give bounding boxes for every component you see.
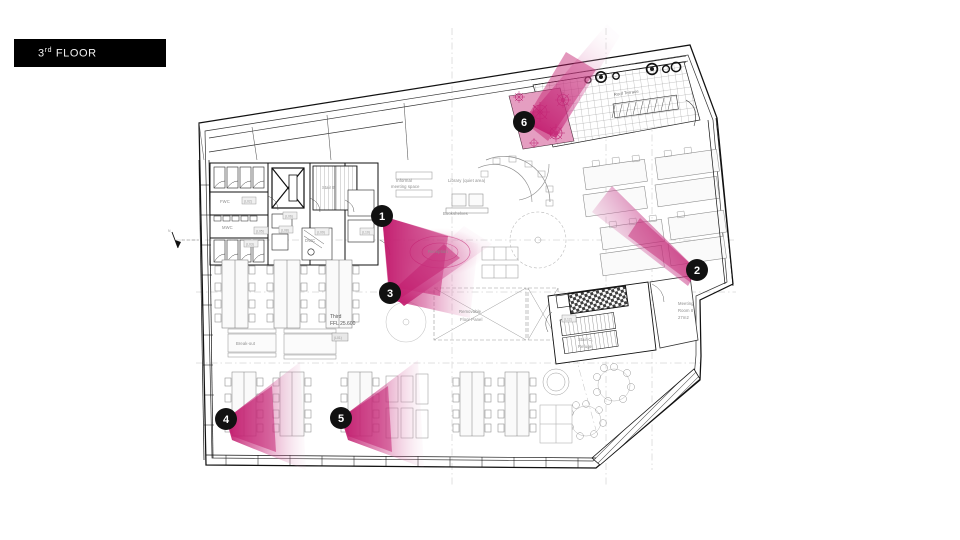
- meeting-room-8: [649, 275, 699, 349]
- label-mwc: MWC: [222, 225, 233, 230]
- view-marker-1-number: 1: [379, 211, 385, 223]
- core-services-block: [209, 162, 391, 266]
- tag-lobby-text: (L06): [285, 215, 293, 219]
- roof-setback-lines: [198, 102, 409, 161]
- view-cone-2: [592, 186, 697, 286]
- label-fwc: FWC: [220, 199, 230, 204]
- tag-lobby-box: (L06): [282, 211, 298, 220]
- tag-core-a-box: (L05): [253, 226, 269, 235]
- view-marker-3[interactable]: 3: [379, 282, 401, 304]
- label-roof-terrace-text: Roof Terrace: [613, 88, 639, 97]
- tag-store-text: (L10): [362, 231, 370, 235]
- view-cone-4: [226, 362, 306, 470]
- tag-mwc-box: (L03): [243, 239, 259, 248]
- view-marker-4-number: 4: [223, 414, 230, 426]
- tag-stair-c-text: (L12): [564, 318, 572, 322]
- floor-title-banner: 3rd FLOOR: [14, 39, 166, 67]
- tag-level-box: (L01): [331, 332, 349, 342]
- label-removable-l1: Removable: [459, 309, 482, 314]
- tag-store-box: (L10): [359, 227, 375, 236]
- tag-dwc-text: (L09): [317, 231, 325, 235]
- north-arrow-label: N: [168, 229, 171, 233]
- stair-c-service-block: [545, 281, 657, 365]
- label-informal-meeting-l1: Informal: [396, 178, 412, 183]
- tag-mwc-text: (L03): [246, 243, 254, 247]
- view-marker-3-number: 3: [387, 288, 393, 300]
- label-removable-l2: Floor Panel: [460, 317, 483, 322]
- label-dwc: DWC: [305, 238, 315, 243]
- label-library: Library (quiet area): [448, 178, 486, 183]
- floor-ordinal: rd: [44, 46, 53, 54]
- view-cone-5: [341, 360, 424, 468]
- label-reception: Reception: [428, 249, 448, 254]
- plan-text-labels: Informal meeting space Library (quiet ar…: [220, 88, 694, 349]
- desk-cluster-left-upper: [214, 259, 360, 329]
- view-marker-6-number: 6: [521, 117, 527, 129]
- floor-title-text: 3rd FLOOR: [14, 47, 97, 60]
- tag-core-a-text: (L05): [256, 230, 264, 234]
- view-marker-5[interactable]: 5: [330, 407, 352, 429]
- label-stair-c-l1: Stair C,: [578, 337, 593, 342]
- view-cone-3: [390, 226, 492, 306]
- tag-stair-c-box: (L12): [561, 314, 577, 323]
- tag-core-b-text: (L08): [281, 229, 289, 233]
- tag-fwc-box: (L02): [241, 196, 257, 205]
- view-marker-6[interactable]: 6: [513, 111, 535, 133]
- floor-number: 3: [38, 47, 45, 60]
- label-informal-meeting-l2: meeting space: [391, 184, 420, 189]
- tag-dwc-box: (L09): [314, 227, 330, 236]
- view-marker-1[interactable]: 1: [371, 205, 393, 227]
- label-break-out: Break-out: [236, 341, 256, 346]
- tag-fwc-text: (L02): [244, 200, 252, 204]
- tag-core-b-box: (L08): [278, 225, 294, 234]
- curtain-wall-facade: [591, 368, 701, 466]
- label-meeting-room-8-l1: Meeting: [678, 301, 694, 306]
- view-cone-6: [524, 24, 620, 141]
- label-stair-b: Stair B: [322, 185, 335, 190]
- label-bookshelves: Bookshelves: [443, 211, 468, 216]
- break-out-furniture: [227, 328, 337, 360]
- view-marker-5-number: 5: [338, 413, 344, 425]
- label-meeting-room-8-l2: Room 8: [678, 308, 694, 313]
- view-marker-2-number: 2: [694, 265, 700, 277]
- round-meeting-tables: [539, 363, 635, 444]
- view-marker-2[interactable]: 2: [686, 259, 708, 281]
- north-arrow: N: [168, 229, 199, 249]
- label-stair-c-l2: Refuge: [578, 344, 593, 349]
- floor-word: FLOOR: [55, 47, 97, 60]
- room-tags: (L02) (L03) (L06) (L05) (L08): [241, 196, 577, 342]
- view-marker-4[interactable]: 4: [215, 408, 237, 430]
- tag-level-text: (L01): [334, 336, 342, 340]
- level-note-line2: FFL 25.600: [330, 321, 356, 327]
- label-meeting-room-8-l3: 27m2: [678, 315, 689, 320]
- level-note-line1: Third: [330, 314, 342, 320]
